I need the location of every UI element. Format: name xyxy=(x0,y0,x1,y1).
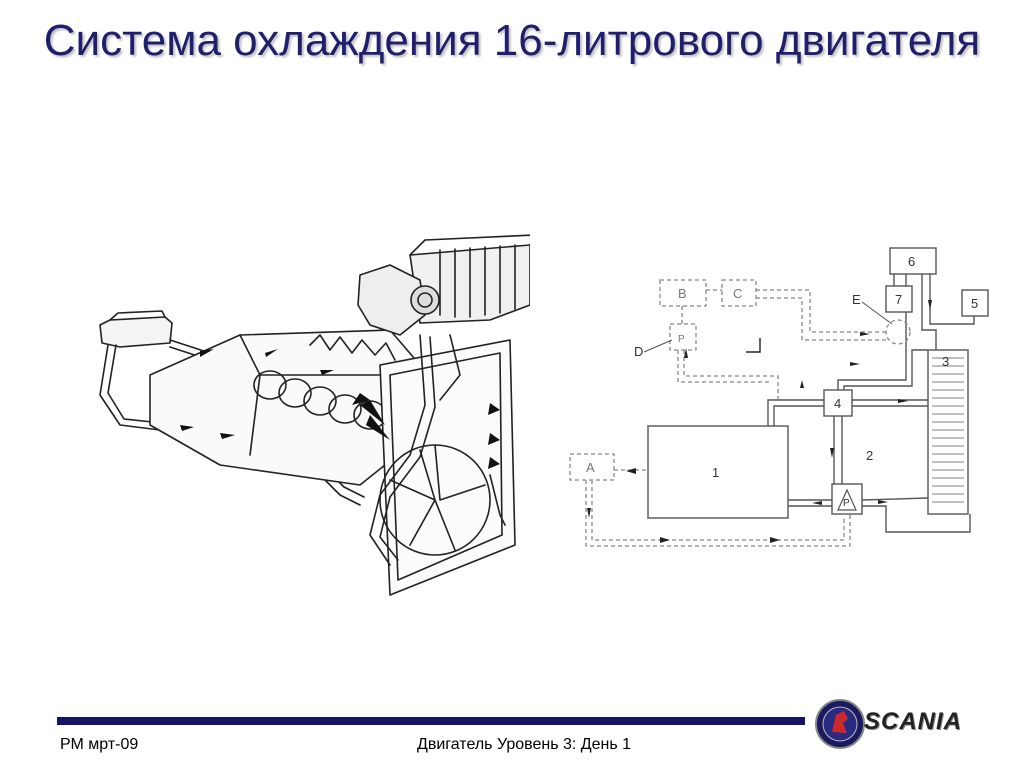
label-b: B xyxy=(678,286,687,301)
label-a: A xyxy=(586,460,595,475)
engine-cooling-illustration xyxy=(90,225,530,605)
page-title: Система охлаждения 16-литрового двигател… xyxy=(0,14,1024,68)
label-1: 1 xyxy=(712,465,719,480)
label-d: D xyxy=(634,344,643,359)
label-2: 2 xyxy=(866,448,873,463)
label-6: 6 xyxy=(908,254,915,269)
label-5: 5 xyxy=(971,296,978,311)
box-3-radiator xyxy=(928,350,968,514)
label-valve-p: P xyxy=(678,334,685,345)
footer-course-title: Двигатель Уровень 3: День 1 xyxy=(417,736,631,754)
footer-bar xyxy=(57,717,805,725)
label-3: 3 xyxy=(942,354,949,369)
footer-course-code: РМ мрт-09 xyxy=(60,736,138,754)
label-4: 4 xyxy=(834,396,841,411)
brand-name: SCANIA xyxy=(864,708,962,736)
label-e: E xyxy=(852,292,861,307)
cooling-schematic: 1 2 3 4 5 6 7 A B C D E P P xyxy=(560,240,1000,570)
label-7: 7 xyxy=(895,292,902,307)
label-c: C xyxy=(733,286,742,301)
label-pump-p: P xyxy=(843,498,850,509)
